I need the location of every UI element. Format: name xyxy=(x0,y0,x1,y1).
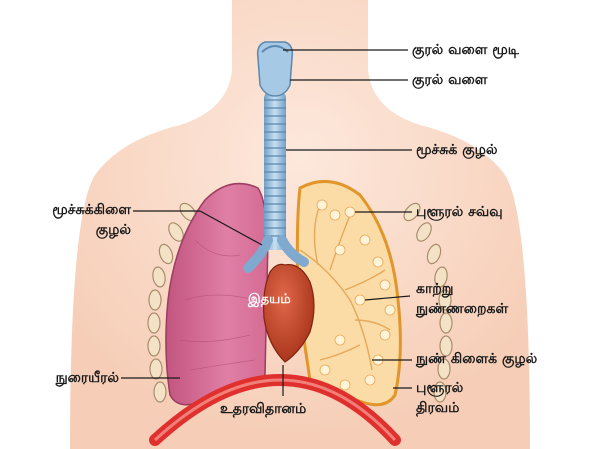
label-alveoli-line2: நுண்ணறைகள் xyxy=(416,300,508,318)
label-bronchus-line1: மூச்சுக்கிளை xyxy=(18,201,131,219)
label-epiglottis: குரல் வளை மூடி xyxy=(412,41,519,59)
label-bronchioles: நுண் கிளைக் குழல் xyxy=(416,350,537,368)
label-bronchus-line2: குழல் xyxy=(18,221,131,239)
label-heart: இதயம் xyxy=(248,292,291,308)
label-trachea: மூச்சுக் குழல் xyxy=(416,141,497,159)
label-pleural-fluid-line1: புளூரல் xyxy=(416,379,463,397)
label-larynx: குரல் வளை xyxy=(412,71,487,89)
label-lung: நுரையீரல் xyxy=(10,369,119,387)
label-pleural-fluid-line2: திரவம் xyxy=(416,399,459,417)
label-alveoli-line1: காற்று xyxy=(416,280,454,298)
label-diaphragm: உதரவிதானம் xyxy=(220,400,306,418)
label-pleural-membrane: புளூரல் சவ்வு xyxy=(416,203,503,221)
